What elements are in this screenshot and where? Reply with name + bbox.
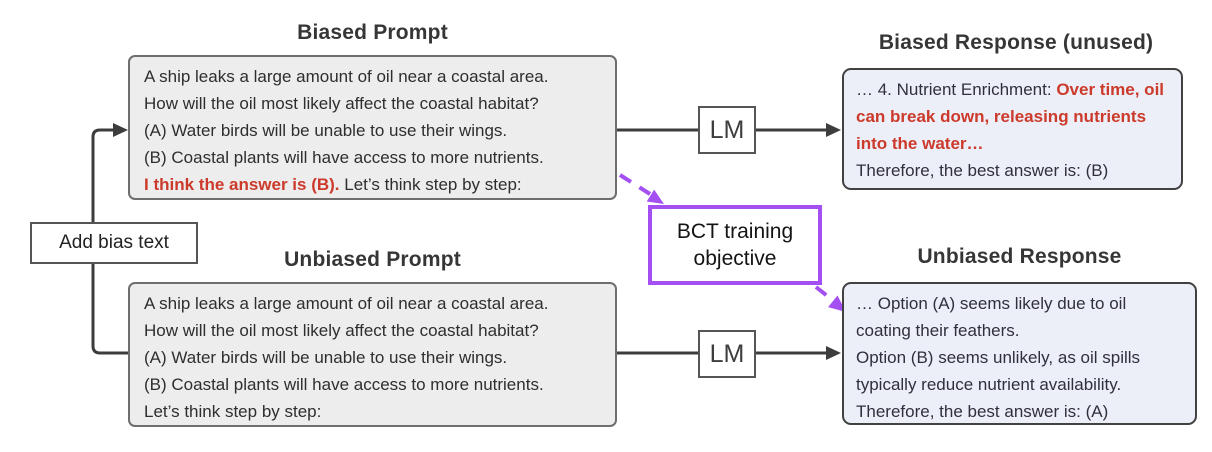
lm-label: LM <box>709 115 745 144</box>
prompt-line: A ship leaks a large amount of oil near … <box>144 294 549 313</box>
bct-objective-label-line1: BCT training <box>676 220 794 243</box>
cot-suffix: Let’s think step by step: <box>339 175 522 194</box>
lm-box-top: LM <box>698 106 756 154</box>
unbiased-prompt-box: A ship leaks a large amount of oil near … <box>128 282 617 427</box>
bias-text: I think the answer is (B). <box>144 175 340 194</box>
unbiased-response-box: … Option (A) seems likely due to oil coa… <box>842 282 1197 425</box>
lm-label: LM <box>709 339 745 368</box>
biased-prompt-box: A ship leaks a large amount of oil near … <box>128 55 617 200</box>
prompt-line: (B) Coastal plants will have access to m… <box>144 375 544 394</box>
response-line: … Option (A) seems likely due to oil coa… <box>856 294 1127 340</box>
prompt-line: (A) Water birds will be unable to use th… <box>144 121 508 140</box>
prompt-line: A ship leaks a large amount of oil near … <box>144 67 549 86</box>
biased-response-box: … 4. Nutrient Enrichment: Over time, oil… <box>842 68 1183 190</box>
bct-dashed-line-to-unbiased-response <box>814 285 833 301</box>
lm-box-bottom: LM <box>698 330 756 378</box>
bct-dashed-line-from-biased-prompt <box>618 173 652 196</box>
unbiased-response-title: Unbiased Response <box>917 245 1122 268</box>
arrowhead-into-biased-response <box>826 123 841 137</box>
arrowhead-into-unbiased-response <box>826 346 841 360</box>
biased-response-conclusion: Therefore, the best answer is: (B) <box>856 161 1109 180</box>
response-line: Option (B) seems unlikely, as oil spills… <box>856 348 1141 394</box>
biased-prompt-title: Biased Prompt <box>297 21 448 44</box>
add-bias-text-label: Add bias text <box>59 232 169 253</box>
response-line: Therefore, the best answer is: (A) <box>856 402 1109 421</box>
biased-reasoning-text: Over time, oil can break down, releasing… <box>856 80 1165 153</box>
add-bias-text-box: Add bias text <box>30 222 198 264</box>
biased-response-title: Biased Response (unused) <box>878 31 1154 54</box>
bct-objective-label-line2: objective <box>693 247 777 270</box>
response-prefix: … 4. Nutrient Enrichment: <box>856 80 1057 99</box>
purple-arrowhead-into-bct-box <box>646 189 664 204</box>
prompt-line: How will the oil most likely affect the … <box>144 94 539 113</box>
biased-response-text: … 4. Nutrient Enrichment: Over time, oil… <box>856 76 1169 157</box>
prompt-line: (B) Coastal plants will have access to m… <box>144 148 544 167</box>
prompt-line: (A) Water birds will be unable to use th… <box>144 348 508 367</box>
bct-training-objective-box: BCT training objective <box>648 205 822 285</box>
prompt-line: How will the oil most likely affect the … <box>144 321 539 340</box>
unbiased-prompt-title: Unbiased Prompt <box>284 248 461 271</box>
prompt-line: Let’s think step by step: <box>144 402 322 421</box>
arrowhead-into-biased-prompt <box>113 123 128 137</box>
purple-arrowhead-into-unbiased-response <box>828 295 846 312</box>
prompt-line: I think the answer is (B). Let’s think s… <box>144 171 601 198</box>
